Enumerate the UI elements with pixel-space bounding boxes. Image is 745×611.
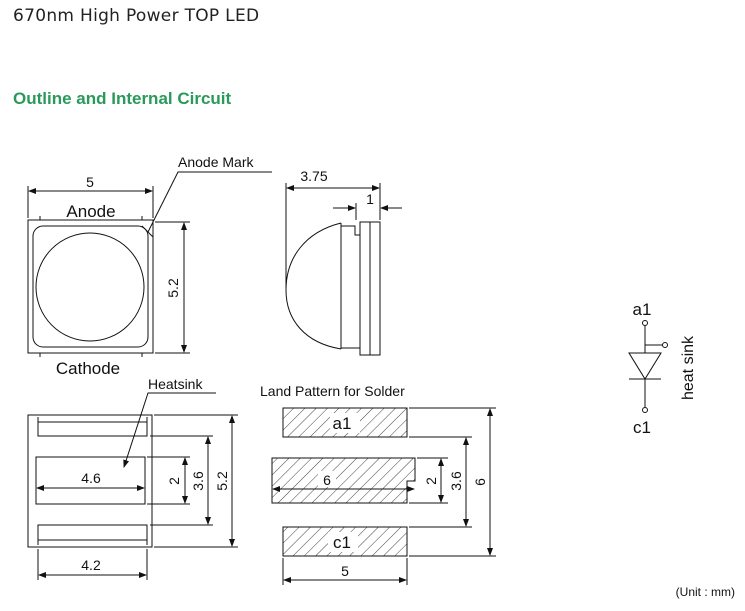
side-view-body	[341, 225, 361, 349]
cathode-label: Cathode	[56, 359, 120, 378]
circuit-c1-label: c1	[633, 418, 651, 437]
unit-note: (Unit : mm)	[675, 585, 735, 599]
land-pad-a1-label: a1	[333, 414, 352, 433]
land-center-width-label: 6	[323, 472, 331, 488]
anode-label: Anode	[66, 202, 115, 221]
section-title: Outline and Internal Circuit	[13, 89, 232, 108]
side-view-dome	[285, 222, 342, 350]
bottom-dim-5-2-label: 5.2	[214, 471, 230, 491]
land-dim-2-label: 2	[423, 477, 439, 485]
land-pattern-title: Land Pattern for Solder	[260, 383, 405, 399]
heatsink-pad	[35, 456, 146, 505]
circuit-a1-terminal	[642, 320, 648, 326]
bottom-view	[27, 392, 238, 580]
anode-mark-chamfer	[141, 225, 154, 238]
top-view	[27, 171, 272, 357]
side-view	[285, 183, 402, 356]
bottom-width-label: 4.2	[81, 557, 101, 573]
top-width-label: 5	[86, 174, 94, 190]
top-view-lens	[35, 232, 145, 342]
land-pad-c1-label: c1	[333, 533, 351, 552]
circuit-c1-terminal	[642, 407, 648, 413]
land-bottom-width-label: 5	[341, 563, 349, 579]
top-view-inner-frame	[32, 225, 149, 348]
bottom-dim-2-label: 2	[166, 477, 182, 485]
land-pad-center	[271, 457, 416, 504]
land-dim-3-6-label: 3.6	[448, 471, 464, 491]
top-height-label: 5.2	[165, 278, 181, 298]
side-depth-label: 3.75	[300, 168, 327, 184]
heat-sink-label: heat sink	[680, 335, 697, 400]
circuit-a1-label: a1	[633, 300, 652, 319]
land-dim-6-label: 6	[472, 478, 488, 486]
page-title: 670nm High Power TOP LED	[13, 6, 260, 26]
bottom-dim-3-6-label: 3.6	[190, 471, 206, 491]
bottom-view-package	[27, 414, 153, 548]
anode-mark-label: Anode Mark	[178, 154, 254, 170]
diode-symbol	[628, 352, 662, 380]
internal-circuit	[628, 320, 668, 413]
side-base-label: 1	[366, 191, 374, 207]
heatsink-leader	[123, 392, 216, 468]
anode-mark-leader	[147, 171, 272, 233]
heatsink-label: Heatsink	[148, 376, 203, 392]
top-view-package	[27, 219, 154, 354]
pad-width-label: 4.6	[81, 470, 101, 486]
